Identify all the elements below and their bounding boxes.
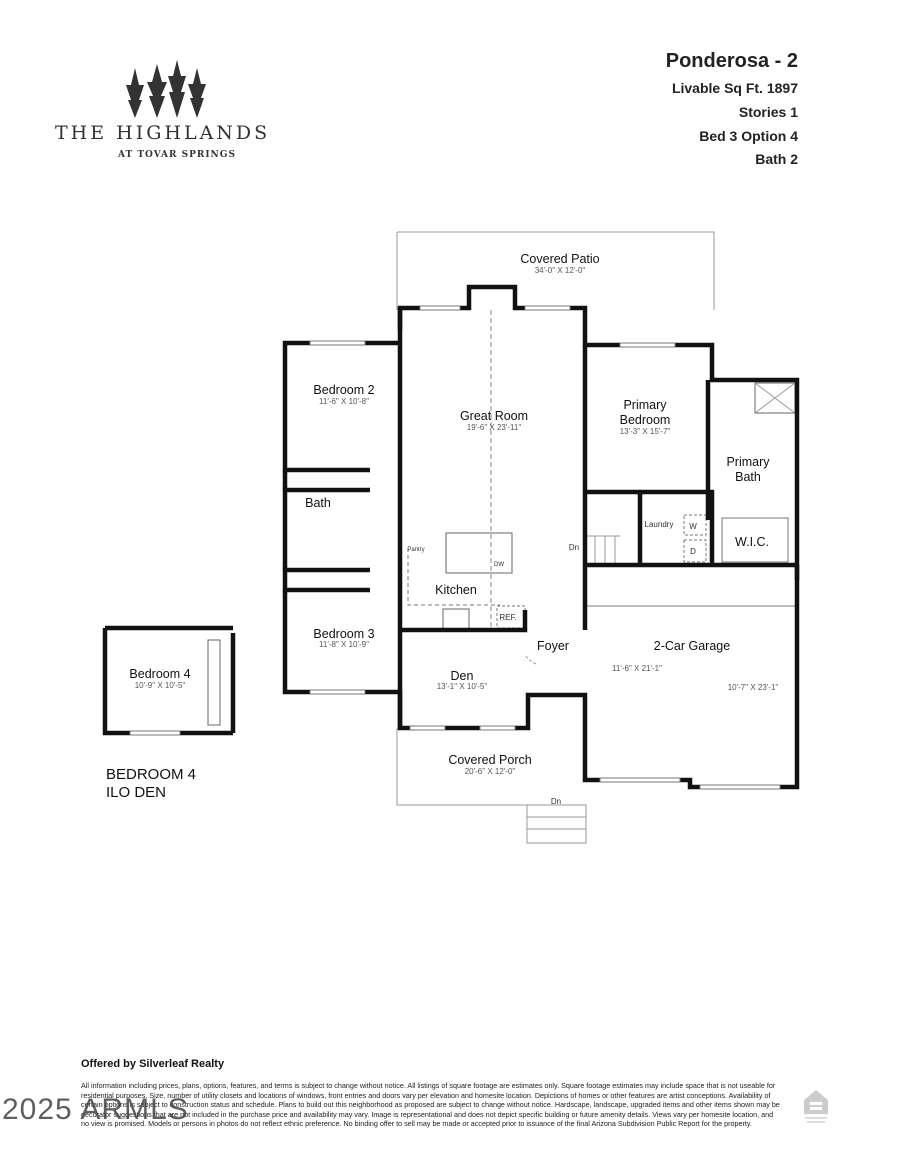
room-name-laundry: Laundry [645, 520, 674, 529]
room-name-covered-porch: Covered Porch [448, 753, 531, 767]
washer-label: W [689, 522, 697, 531]
plan-bed: Bed 3 Option 4 [699, 128, 798, 144]
room-dim-den: 13'-1" X 10'-5" [437, 682, 488, 691]
room-name-primary-bedroom-1: Primary [623, 398, 667, 412]
porch-outline [396, 728, 585, 806]
room-name-wic: W.I.C. [735, 535, 769, 549]
room-name-foyer: Foyer [537, 639, 569, 653]
disclaimer-text: All information including prices, plans,… [81, 1081, 780, 1129]
equal-housing-icon [804, 1090, 828, 1123]
room-name-bedroom-3: Bedroom 3 [313, 627, 374, 641]
stairs-down-label-garage: Dn [569, 543, 579, 552]
exterior-wall-bottom [282, 340, 800, 790]
room-name-garage: 2-Car Garage [654, 639, 730, 653]
room-dim-covered-patio: 34'-0" X 12'-0" [535, 266, 586, 275]
pantry-label: Pantry [407, 547, 424, 553]
room-name-kitchen: Kitchen [435, 583, 477, 597]
refrigerator-label: REF. [499, 613, 516, 622]
option-note-line1: BEDROOM 4 [106, 766, 197, 783]
room-dim-garage-2: 10'-7" X 23'-1" [728, 683, 779, 692]
armls-watermark: 2025 ARMLS [2, 1093, 189, 1126]
room-name-primary-bedroom-2: Bedroom [620, 413, 671, 427]
dishwasher-label: DW [494, 562, 504, 568]
room-dim-great-room: 19'-6" X 23'-11" [467, 423, 522, 432]
dryer-label: D [690, 547, 696, 556]
offered-by: Offered by Silverleaf Realty [81, 1058, 225, 1070]
room-name-bedroom-4: Bedroom 4 [129, 667, 190, 681]
room-name-bedroom-2: Bedroom 2 [313, 383, 374, 397]
plan-title: Ponderosa - 2 [665, 50, 798, 72]
room-name-bath: Bath [305, 496, 331, 510]
room-dim-bedroom-4: 10'-9" X 10'-5" [135, 681, 186, 690]
room-dim-bedroom-3: 11'-8" X 10'-9" [319, 640, 369, 649]
room-name-covered-patio: Covered Patio [520, 252, 599, 266]
porch-stairs [526, 804, 587, 844]
brand-name: THE HIGHLANDS [55, 122, 271, 144]
room-name-primary-bath-1: Primary [726, 455, 770, 469]
floor-plan-drawing: Covered Patio 34'-0" X 12'-0" Great Room… [102, 231, 800, 844]
room-dim-garage-1: 11'-6" X 21'-1" [612, 664, 662, 673]
room-dim-bedroom-2: 11'-6" X 10'-8" [319, 397, 369, 406]
brand-subtitle: AT TOVAR SPRINGS [118, 150, 236, 160]
option-note-line2: ILO DEN [106, 784, 167, 801]
room-name-great-room: Great Room [460, 409, 528, 423]
room-name-primary-bath-2: Bath [735, 470, 761, 484]
plan-bath: Bath 2 [755, 151, 798, 167]
patio-outline [397, 231, 715, 310]
room-dim-primary-bedroom: 13'-3" X 15'-7" [620, 427, 671, 436]
plan-sqft: Livable Sq Ft. 1897 [671, 80, 798, 96]
pine-trees-logo-icon [126, 60, 206, 118]
plan-stories: Stories 1 [738, 104, 798, 120]
stairs-down-label-porch: Dn [551, 797, 561, 806]
room-name-den: Den [451, 669, 474, 683]
room-dim-covered-porch: 20'-6" X 12'-0" [465, 767, 516, 776]
